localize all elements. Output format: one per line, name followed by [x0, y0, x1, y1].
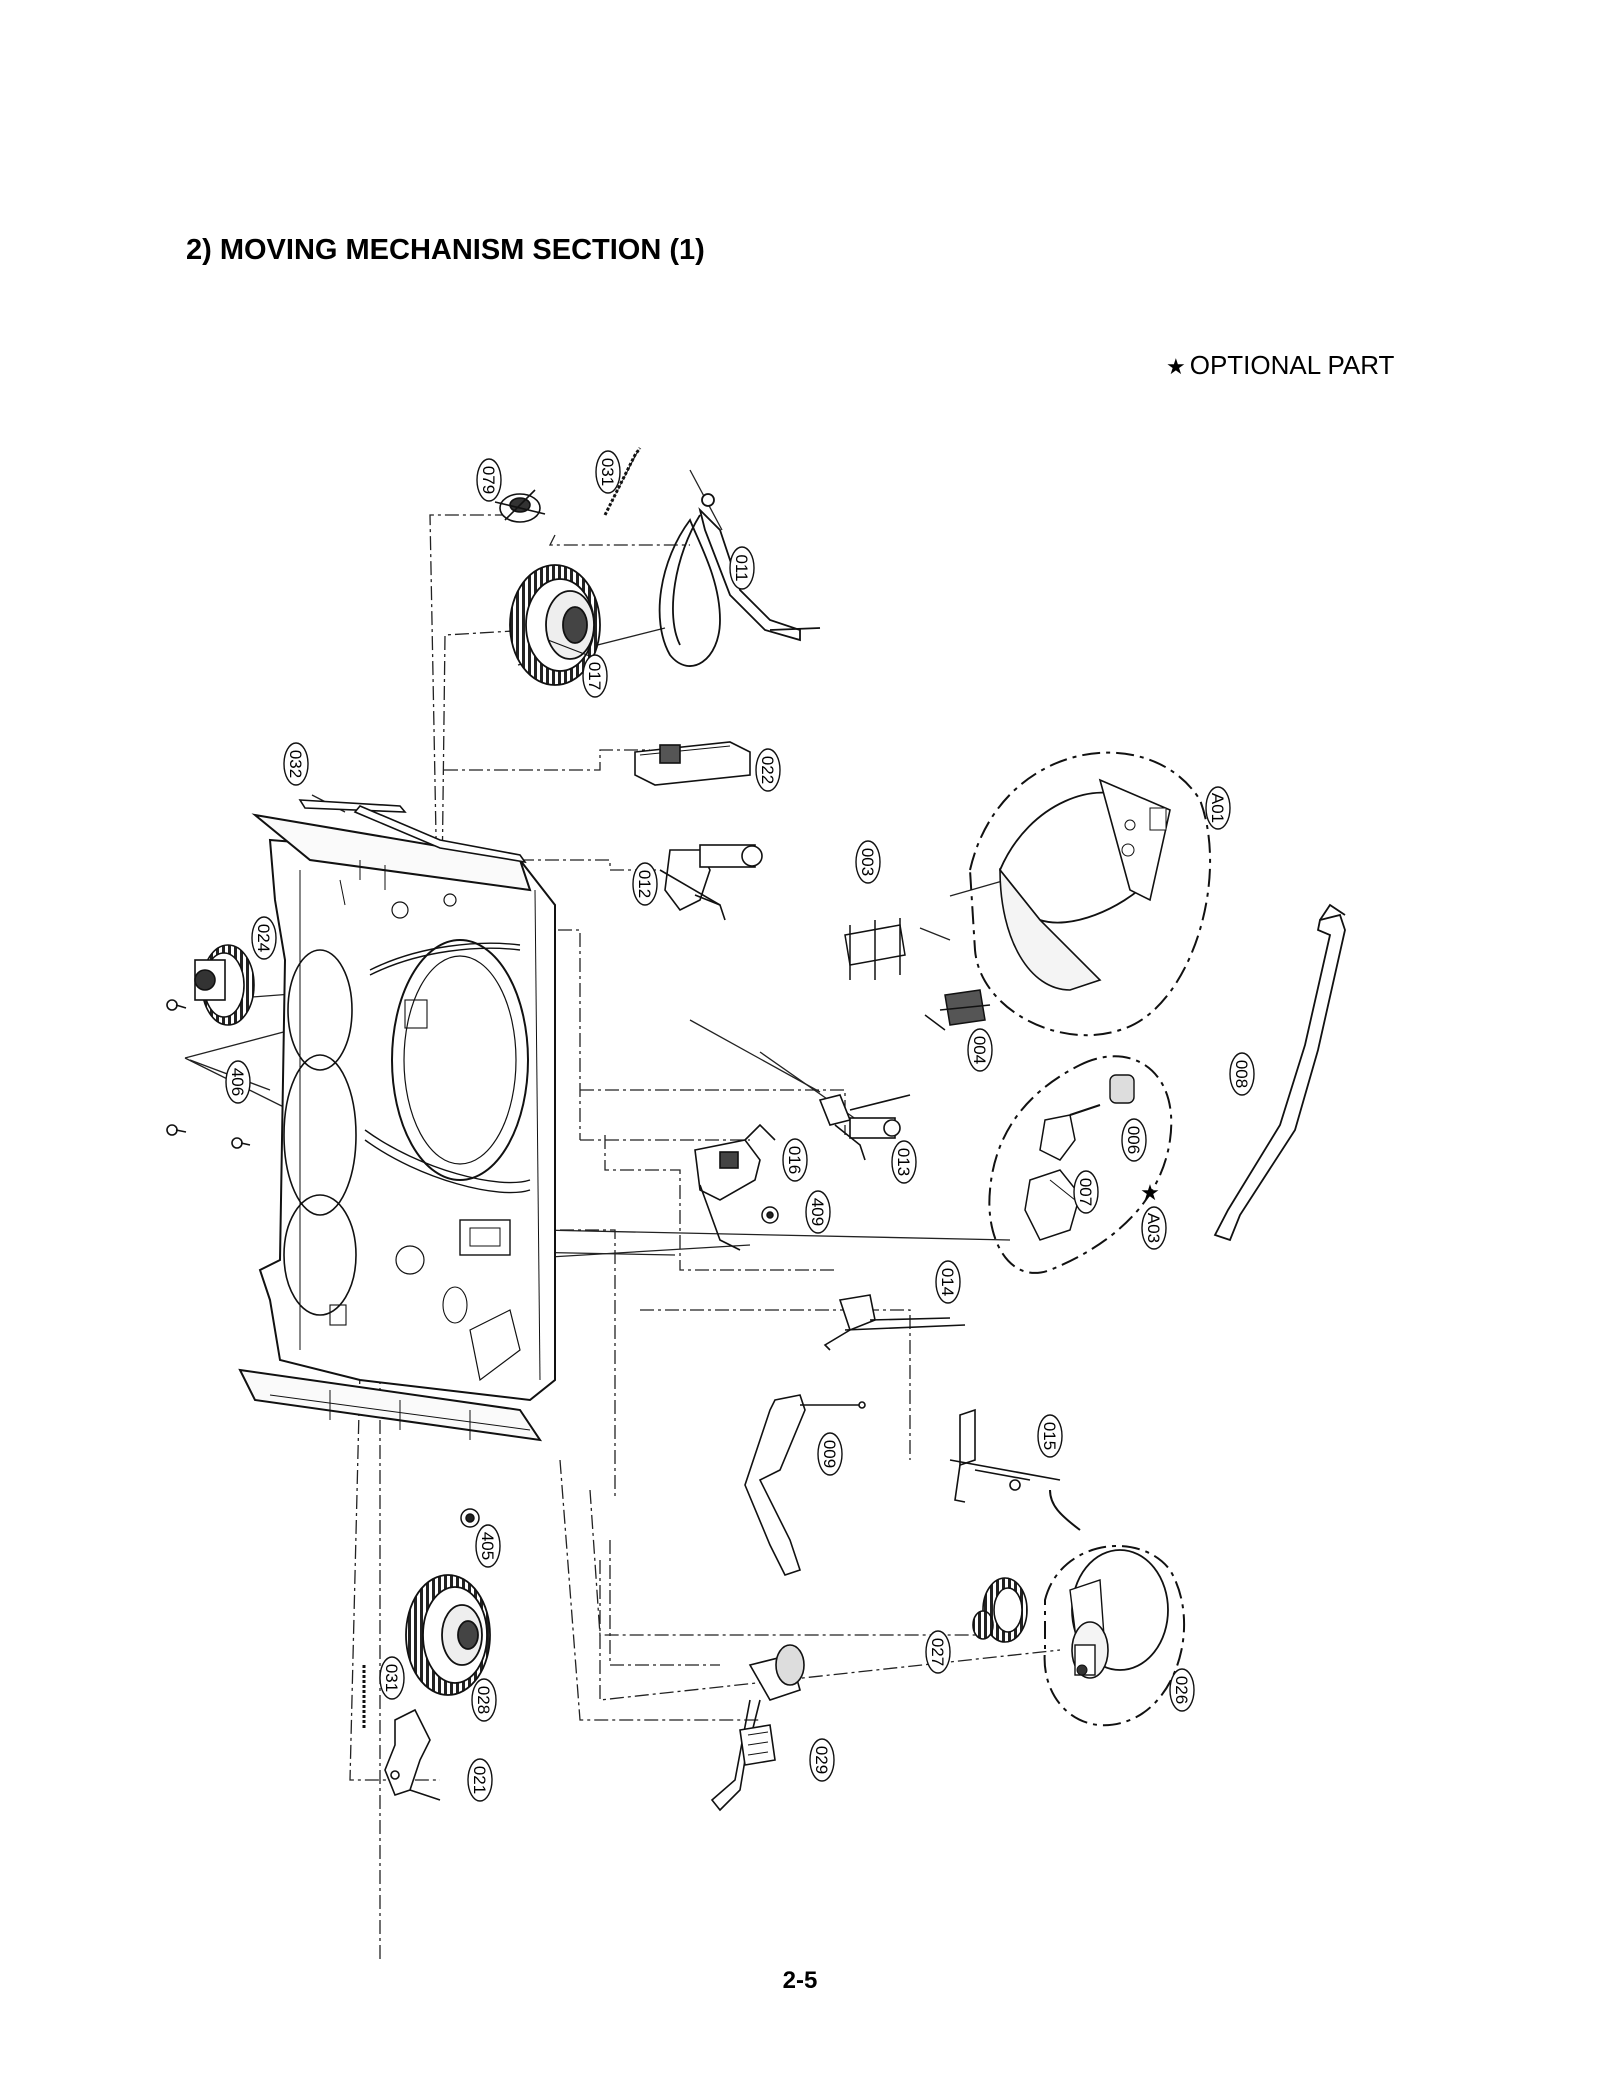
svg-text:013: 013: [894, 1148, 913, 1176]
part-021-lever: [384, 1708, 441, 1801]
svg-text:014: 014: [938, 1268, 957, 1296]
main-chassis: [238, 813, 556, 1442]
svg-text:017: 017: [585, 662, 604, 690]
part-406-screws: [166, 999, 251, 1149]
section-title: 2) MOVING MECHANISM SECTION (1): [186, 234, 705, 266]
svg-text:032: 032: [286, 750, 305, 778]
svg-text:009: 009: [820, 1440, 839, 1468]
part-label-017: 017: [582, 654, 608, 698]
part-label-031-top: 031: [595, 450, 621, 494]
part-014-lever: [823, 1294, 966, 1351]
svg-text:A03: A03: [1144, 1213, 1163, 1243]
part-label-024: 024: [251, 916, 277, 960]
part-label-004: 004: [967, 1028, 993, 1072]
part-label-011: 011: [729, 546, 755, 590]
part-008-flat-cable: [1213, 903, 1346, 1242]
svg-text:004: 004: [970, 1036, 989, 1064]
svg-text:409: 409: [808, 1198, 827, 1226]
star-icon: ★: [1140, 1180, 1160, 1205]
svg-text:029: 029: [812, 1746, 831, 1774]
part-A03-assembly: [988, 1055, 1173, 1274]
part-label-009: 009: [817, 1432, 843, 1476]
svg-text:016: 016: [785, 1146, 804, 1174]
optional-part-text: OPTIONAL PART: [1189, 350, 1395, 380]
svg-text:031: 031: [382, 1664, 401, 1692]
page-number: 2-5: [782, 1967, 818, 1994]
part-label-026: 026: [1169, 1668, 1195, 1712]
part-label-A01: A01: [1205, 786, 1231, 830]
svg-text:011: 011: [732, 554, 751, 581]
svg-text:026: 026: [1172, 1676, 1191, 1704]
part-003-004-switch: [844, 918, 991, 1031]
part-024-gear: [194, 944, 255, 1026]
part-label-405: 405: [475, 1524, 501, 1568]
part-017-reel: [509, 564, 601, 686]
part-label-032: 032: [283, 742, 309, 786]
svg-text:007: 007: [1076, 1178, 1095, 1206]
part-015-lever: [949, 1408, 1061, 1503]
svg-text:024: 024: [254, 924, 273, 952]
svg-text:022: 022: [758, 756, 777, 784]
part-A01-housing: [968, 751, 1212, 1037]
svg-text:008: 008: [1232, 1060, 1251, 1088]
part-label-015: 015: [1037, 1414, 1063, 1458]
part-label-021: 021: [467, 1758, 493, 1802]
svg-text:027: 027: [928, 1638, 947, 1666]
part-405-nut: [460, 1508, 480, 1528]
part-label-A03: A03: [1141, 1206, 1167, 1250]
part-label-029: 029: [809, 1738, 835, 1782]
svg-text:015: 015: [1040, 1422, 1059, 1450]
part-label-013: 013: [891, 1140, 917, 1184]
svg-text:003: 003: [858, 848, 877, 876]
part-label-031-bottom: 031: [379, 1656, 405, 1700]
part-label-007: 007: [1073, 1170, 1099, 1214]
part-label-006: 006: [1121, 1118, 1147, 1162]
svg-text:406: 406: [228, 1068, 247, 1096]
part-013-arm: [818, 1094, 911, 1161]
star-icon: ★: [1166, 354, 1186, 379]
part-label-014: 014: [935, 1260, 961, 1304]
optional-part-legend: ★OPTIONAL PART: [1166, 350, 1394, 381]
svg-text:028: 028: [474, 1686, 493, 1714]
part-031-spring-top: [603, 447, 642, 516]
svg-text:006: 006: [1124, 1126, 1143, 1154]
part-label-406: 406: [225, 1060, 251, 1104]
part-026-motor: [1043, 1489, 1185, 1727]
part-032-rail: [298, 799, 527, 864]
svg-text:031: 031: [598, 458, 617, 486]
part-label-012: 012: [632, 862, 658, 906]
part-029-pinch-roller: [710, 1644, 805, 1812]
part-label-022: 022: [755, 748, 781, 792]
leader-lines: [349, 514, 1061, 1960]
part-016-lever: [694, 1123, 776, 1251]
part-009-arm: [744, 1394, 866, 1576]
part-label-003: 003: [855, 840, 881, 884]
part-027-gear: [972, 1577, 1028, 1643]
part-label-079: 079: [476, 458, 502, 502]
part-022-slider: [634, 741, 751, 786]
part-012-arm: [659, 844, 763, 921]
part-label-409: 409: [805, 1190, 831, 1234]
part-011-brake-band: [658, 493, 821, 667]
part-079-clutch: [494, 489, 546, 523]
part-028-reel: [405, 1574, 491, 1696]
svg-text:405: 405: [478, 1532, 497, 1560]
part-409-washer: [761, 1206, 779, 1224]
svg-text:012: 012: [635, 870, 654, 898]
svg-text:021: 021: [470, 1766, 489, 1794]
part-label-028: 028: [471, 1678, 497, 1722]
part-label-027: 027: [925, 1630, 951, 1674]
part-label-008: 008: [1229, 1052, 1255, 1096]
part-label-016: 016: [782, 1138, 808, 1182]
exploded-view-diagram: 079 031 011 017 032 022 A01 003: [166, 447, 1346, 1960]
svg-text:A01: A01: [1208, 793, 1227, 823]
label-text: 079: [479, 466, 498, 494]
